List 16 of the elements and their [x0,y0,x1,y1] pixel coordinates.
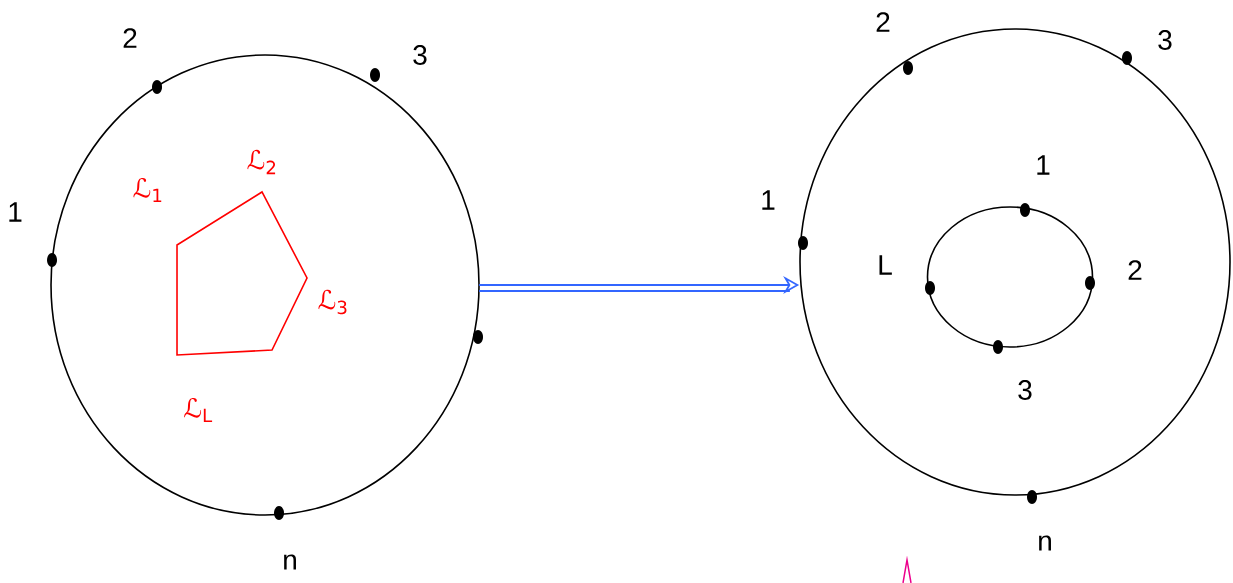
point-label: 2 [1128,260,1142,280]
point-label: n [1039,535,1051,551]
vertex-label: ℒ$_{3}$ [318,289,347,315]
point-label: 3 [1018,380,1032,400]
point-label: 2 [876,12,890,32]
point-label: 1 [1037,155,1050,175]
point-label: n [284,554,296,570]
vertex-label: ℒ$_{L}$ [184,398,213,422]
point-label: 1 [9,202,22,222]
vertex-label: ℒ$_{1}$ [133,178,162,202]
point-label: 1 [762,190,775,210]
point-label: 3 [1158,30,1172,50]
vertex-label: ℒ$_{2}$ [247,149,276,175]
point-label: L [879,255,892,275]
ring [926,206,1094,348]
point-label: 3 [413,45,427,65]
